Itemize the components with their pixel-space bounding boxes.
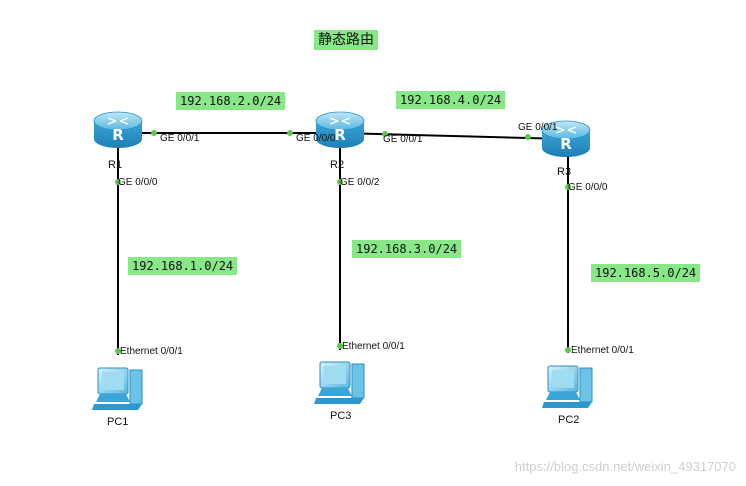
device-name-r2: R2 <box>330 159 345 171</box>
port-dot <box>525 134 531 140</box>
port-label-r3-ge001: GE 0/0/1 <box>518 122 558 133</box>
port-dot <box>151 130 157 136</box>
port-label-r2-ge000: GE 0/0/0 <box>296 133 336 144</box>
device-name-pc3: PC3 <box>330 410 352 422</box>
port-label-r2-ge002: GE 0/0/2 <box>340 177 380 188</box>
port-label-pc1-eth: Ethernet 0/0/1 <box>120 346 183 357</box>
network-label-192-168-4: 192.168.4.0/24 <box>396 91 506 109</box>
port-dot <box>382 131 388 137</box>
port-dot <box>115 348 121 354</box>
port-label-pc2-eth: Ethernet 0/0/1 <box>571 345 634 356</box>
port-dot <box>565 347 571 353</box>
port-label-r1-ge000: GE 0/0/0 <box>118 177 158 188</box>
network-label-192-168-1: 192.168.1.0/24 <box>128 257 238 275</box>
router-r1[interactable] <box>93 111 143 149</box>
port-label-r1-ge001: GE 0/0/1 <box>160 133 200 144</box>
network-label-192-168-5: 192.168.5.0/24 <box>591 264 701 282</box>
router-icon <box>93 111 143 149</box>
port-label-r3-ge000: GE 0/0/0 <box>568 182 608 193</box>
pc-icon <box>541 365 593 409</box>
pc-pc3[interactable] <box>313 361 365 405</box>
device-name-r3: R3 <box>557 166 572 178</box>
port-dot <box>337 343 343 349</box>
port-dot <box>287 130 293 136</box>
diagram-title: 静态路由 <box>314 30 378 50</box>
port-dots <box>115 130 571 354</box>
network-label-192-168-3: 192.168.3.0/24 <box>352 240 462 258</box>
pc-icon <box>91 367 143 411</box>
port-dot <box>337 179 343 185</box>
pc-pc1[interactable] <box>91 367 143 411</box>
device-name-pc1: PC1 <box>107 416 129 428</box>
pc-pc2[interactable] <box>541 365 593 409</box>
port-label-r2-ge001: GE 0/0/1 <box>383 134 423 145</box>
pc-icon <box>313 361 365 405</box>
device-name-r1: R1 <box>108 159 123 171</box>
port-dot <box>115 179 121 185</box>
port-dot <box>565 184 571 190</box>
watermark-url: https://blog.csdn.net/weixin_49317070 <box>514 459 736 474</box>
port-label-pc3-eth: Ethernet 0/0/1 <box>342 341 405 352</box>
device-name-pc2: PC2 <box>558 414 580 426</box>
network-label-192-168-2: 192.168.2.0/24 <box>176 92 286 110</box>
